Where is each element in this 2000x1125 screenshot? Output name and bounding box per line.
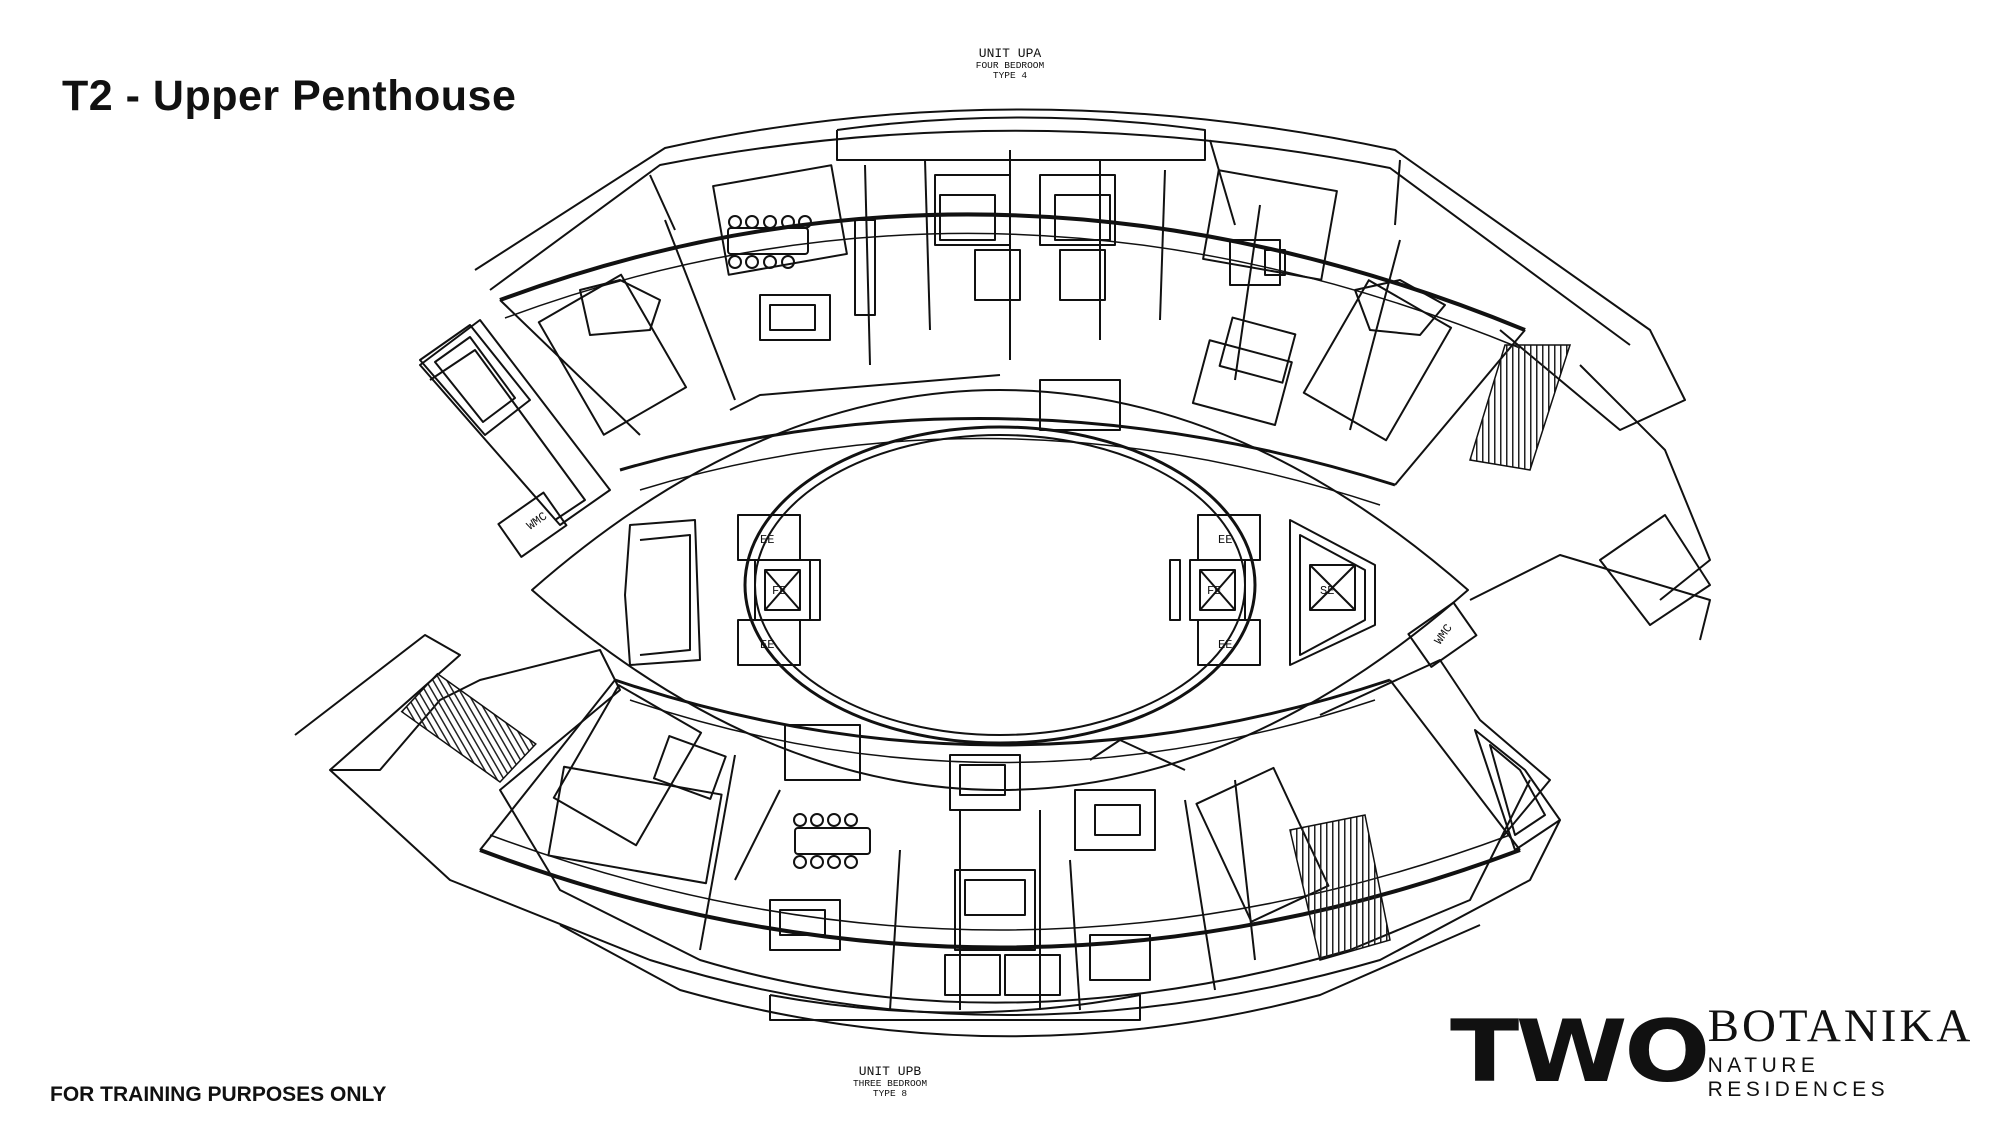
unit-name: UNIT UPB xyxy=(858,1064,922,1079)
top-wing-outline xyxy=(474,108,1686,431)
ee-tag-2: EE xyxy=(760,638,774,652)
unit-label-top: UNIT UPA FOUR BEDROOM TYPE 4 xyxy=(955,47,1065,81)
training-disclaimer: FOR TRAINING PURPOSES ONLY xyxy=(50,1083,387,1106)
unit-bedrooms: FOUR BEDROOM xyxy=(975,59,1045,71)
fe-tag-right: FE xyxy=(1207,584,1221,598)
unit-type: TYPE 4 xyxy=(992,69,1028,81)
brand-text: BOTANIKA NATURE RESIDENCES xyxy=(1707,999,2000,1102)
se-tag: SE xyxy=(1320,584,1334,598)
right-stair-core xyxy=(1289,519,1376,666)
stair-bottom-right xyxy=(1474,729,1561,851)
wmc-tag-right: WMC xyxy=(1432,622,1456,648)
brand-two-wordmark: TWO xyxy=(1450,1002,1710,1102)
unit-label-bottom: UNIT UPB THREE BEDROOM TYPE 8 xyxy=(830,1065,950,1099)
wmc-tag-left: WMC xyxy=(524,509,550,533)
hatched-planters xyxy=(400,344,1572,961)
fe-tag-left: FE xyxy=(772,584,786,598)
core-lens xyxy=(531,389,1469,791)
bottom-wing-outline xyxy=(330,649,1531,1004)
stair-top-left xyxy=(419,324,531,436)
ee-tag-4: EE xyxy=(1218,638,1232,652)
unit-bedrooms: THREE BEDROOM xyxy=(852,1077,928,1089)
brand-name: BOTANIKA xyxy=(1707,999,1974,1052)
ee-tag-3: EE xyxy=(1218,533,1232,547)
brand-tagline: NATURE RESIDENCES xyxy=(1707,1053,1890,1101)
lift-fe-right xyxy=(1189,559,1246,621)
unit-name: UNIT UPA xyxy=(978,46,1042,61)
brand-logo: TWO BOTANIKA NATURE RESIDENCES xyxy=(1450,1002,2000,1102)
central-void xyxy=(754,434,1246,736)
ee-tag-1: EE xyxy=(760,533,774,547)
unit-type: TYPE 8 xyxy=(872,1087,908,1099)
left-stair-core xyxy=(624,519,701,666)
page-title: T2 - Upper Penthouse xyxy=(62,72,517,120)
